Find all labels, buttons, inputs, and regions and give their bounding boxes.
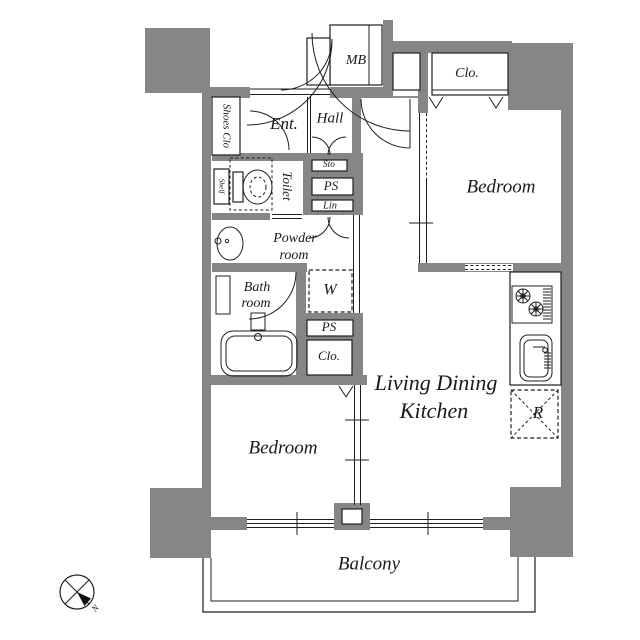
ldk-label-1: Living Dining [374, 370, 498, 395]
closet-top-box [431, 52, 509, 96]
storage-box [311, 159, 348, 172]
kitchen-sink-icon [519, 334, 553, 382]
toilet-shelf-box [213, 168, 230, 205]
meter-box [329, 24, 383, 86]
compass-icon: N [59, 574, 102, 615]
storage-label: Sto [323, 160, 335, 170]
meter-box-label: MB [345, 53, 367, 68]
pipe-space-lower-label: PS [321, 319, 337, 334]
refrigerator-space [510, 389, 559, 439]
bathtub-icon [215, 275, 298, 377]
door-arcs [246, 32, 411, 320]
compass-north-label: N [89, 602, 102, 615]
linen-box [311, 199, 354, 212]
pipe-space-upper-box [311, 177, 354, 196]
toilet-label: Toilet [280, 171, 295, 201]
washer-space [308, 269, 353, 313]
balcony-door-pillar-window [341, 508, 363, 525]
refrigerator-label: R [532, 403, 544, 422]
washer-label: W [323, 282, 338, 299]
pipe-space-lower-box [306, 319, 354, 337]
room-labels: Shoes Clo Ent. Hall MB Clo. Bedroom Sto … [217, 53, 544, 574]
duct-box [392, 52, 421, 91]
thin-partitions [345, 113, 433, 505]
closet-top-label: Clo. [455, 66, 479, 81]
bath-room-label-2: room [241, 296, 270, 311]
closet-boxes [211, 24, 509, 398]
pipe-space-upper-label: PS [323, 178, 339, 193]
balcony-railing [202, 557, 536, 613]
powder-sink-icon [214, 226, 244, 261]
powder-room-label-2: room [279, 248, 308, 263]
closet-lower-label: Clo. [318, 348, 340, 363]
balcony-label: Balcony [338, 553, 401, 574]
bath-room-label-1: Bath [244, 280, 270, 295]
shoes-closet-box [211, 96, 241, 156]
toilet-icon [213, 157, 273, 211]
ldk-label-2: Kitchen [399, 398, 468, 423]
powder-room-label-1: Powder [272, 231, 317, 246]
stove-icon [511, 285, 553, 324]
closet-lower-box [306, 339, 353, 376]
shoes-closet-label: Shoes Clo [220, 104, 232, 149]
bedroom-lower-label: Bedroom [249, 437, 318, 458]
shelf-label: Shelf [217, 179, 226, 195]
bedroom-top-label: Bedroom [467, 176, 536, 197]
windows [247, 88, 513, 535]
entrance-label: Ent. [269, 114, 298, 133]
kitchen-counter [509, 271, 562, 386]
hall-label: Hall [316, 110, 344, 126]
linen-label: Lin [322, 200, 337, 211]
